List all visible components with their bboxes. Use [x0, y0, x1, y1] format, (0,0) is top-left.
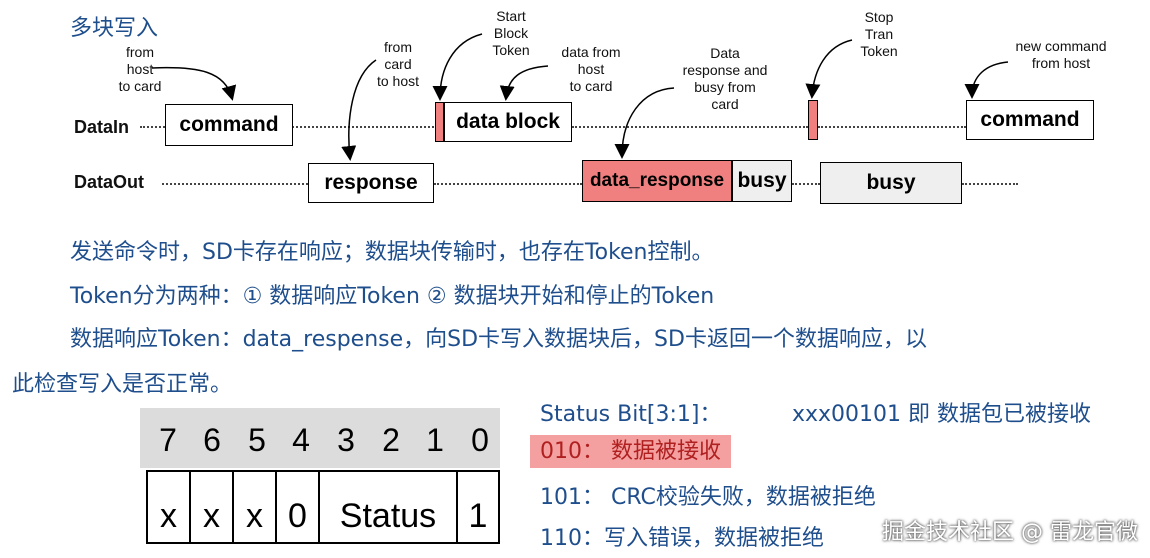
label-start-block-token: Start Block Token	[492, 8, 530, 58]
label-data-response-busy: Data response and busy from card	[682, 45, 768, 112]
arrow-from-host	[151, 66, 237, 101]
dataout-line-segment	[434, 183, 582, 185]
bit-number: 2	[382, 422, 400, 458]
arrow-stop-token	[805, 39, 853, 99]
datain-line-segment	[818, 126, 966, 128]
label-data-from-host-to-card: data from host to card	[561, 44, 621, 94]
datain-line-segment	[292, 126, 434, 128]
label-new-command-from-host: new command from host	[1015, 38, 1107, 71]
status-101-line: 101： CRC校验失败，数据被拒绝	[540, 485, 876, 510]
bit-number-row: 7 6 5 4 3 2 1 0	[140, 408, 500, 468]
signal-dataout: DataOut	[74, 172, 145, 192]
bit-number: 6	[203, 422, 221, 458]
dataout-line-segment	[792, 183, 820, 185]
busy-box-small: busy	[732, 160, 792, 202]
arrow-data-block	[499, 65, 549, 101]
command-box: command	[165, 104, 293, 146]
response-box: response	[308, 163, 434, 203]
new-command-box: command	[966, 100, 1094, 140]
stop-tran-token-bar	[808, 100, 818, 140]
bit-number: 4	[292, 422, 310, 458]
busy-box-large: busy	[820, 162, 962, 204]
start-block-token-bar	[435, 102, 444, 142]
status-bit-value: xxx00101 即 数据包已被接收	[792, 402, 1092, 427]
signal-datain: DataIn	[74, 117, 130, 137]
bit-number: 0	[471, 422, 489, 458]
status-010-highlight: 010： 数据被接收	[530, 435, 731, 468]
paragraph-2: Token分为两种：① 数据响应Token ② 数据块开始和停止的Token	[70, 284, 715, 309]
bit-cell: x	[189, 470, 234, 544]
paragraph-3a: 数据响应Token：data_respense，向SD卡写入数据块后，SD卡返回…	[70, 327, 927, 352]
status-bit-label: Status Bit[3:1]：	[540, 402, 722, 427]
bit-number: 1	[426, 422, 444, 458]
status-010-line: 010： 数据被接收	[530, 433, 731, 468]
bit-cell: 1	[456, 470, 500, 544]
data-block-box: data block	[444, 102, 572, 142]
diagram-title: 多块写入	[70, 16, 159, 41]
arrow-new-command	[964, 61, 1009, 99]
paragraph-3b: 此检查写入是否正常。	[12, 372, 233, 397]
datain-line-segment	[140, 126, 165, 128]
watermark: 掘金技术社区 @ 雷龙官微	[882, 520, 1138, 545]
datain-line-segment	[572, 126, 808, 128]
dataout-line-segment	[962, 183, 1018, 185]
paragraph-1: 发送命令时，SD卡存在响应；数据块传输时，也存在Token控制。	[70, 240, 714, 265]
bit-number: 3	[337, 422, 355, 458]
label-from-host-to-card: from host to card	[118, 44, 162, 94]
arrow-data-response	[614, 87, 675, 159]
label-stop-tran-token: Stop Tran Token	[860, 9, 898, 59]
dataout-line-segment	[162, 183, 308, 185]
annotation-arrows	[151, 33, 1009, 161]
bit-cell: x	[232, 470, 277, 544]
bit-number: 7	[159, 422, 177, 458]
bit-number: 5	[248, 422, 266, 458]
arrow-start-token	[432, 33, 483, 101]
arrow-from-card	[341, 59, 377, 161]
data-response-box: data_response	[582, 160, 732, 202]
status-cell: Status	[318, 470, 458, 544]
status-110-line: 110：写入错误，数据被拒绝	[540, 526, 824, 551]
bit-cell: x	[146, 470, 191, 544]
bit-cell: 0	[275, 470, 320, 544]
label-from-card-to-host: from card to host	[376, 39, 420, 89]
